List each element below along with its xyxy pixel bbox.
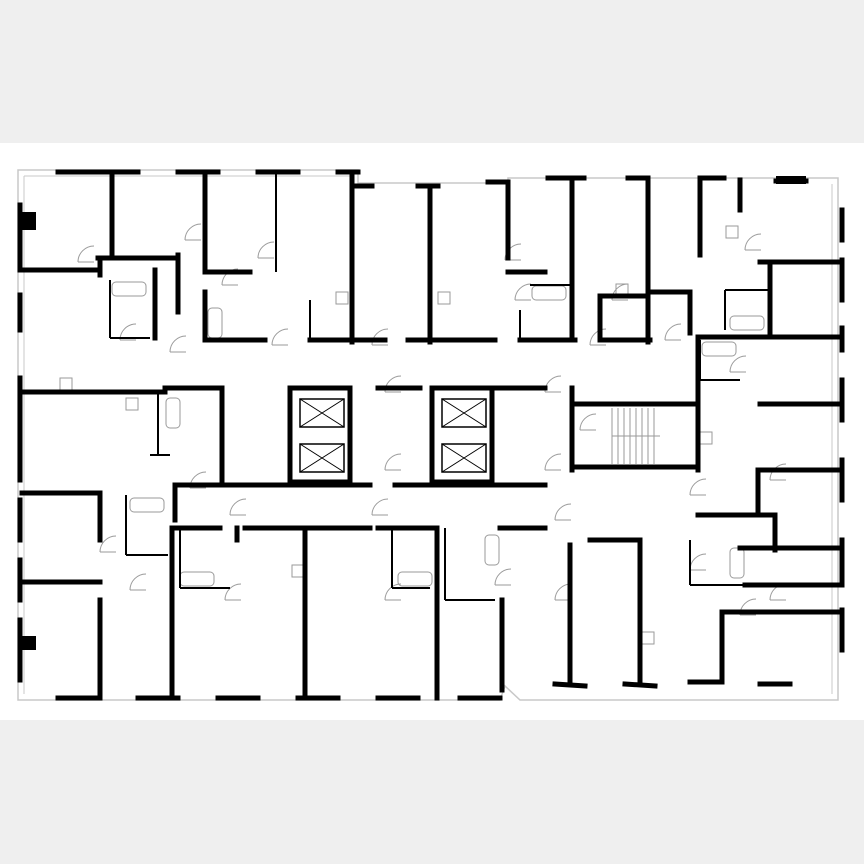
- elevator-cross: [441, 398, 487, 428]
- elevator-cross: [299, 398, 345, 428]
- doors: [77, 223, 787, 616]
- door-swing-icon: [664, 323, 682, 341]
- bathtub-icon: [179, 571, 215, 587]
- bathtub-icon: [484, 534, 500, 566]
- stove-icon: [59, 377, 73, 391]
- bathtub-icon: [207, 307, 223, 339]
- door-swing-icon: [271, 328, 289, 346]
- door-swing-icon: [689, 553, 707, 571]
- column: [20, 212, 36, 230]
- stove-icon: [291, 564, 305, 578]
- stove-icon: [725, 225, 739, 239]
- door-swing-icon: [77, 245, 95, 263]
- bathtub-icon: [165, 397, 181, 429]
- door-swing-icon: [689, 478, 707, 496]
- door-swing-icon: [384, 453, 402, 471]
- elevator-icon: [441, 398, 487, 428]
- door-swing-icon: [579, 413, 597, 431]
- walls: [17, 169, 845, 701]
- elevator-icon: [299, 443, 345, 473]
- door-swing-icon: [99, 535, 117, 553]
- door-swing-icon: [371, 498, 389, 516]
- elevator-cross: [441, 443, 487, 473]
- elevator-icon: [441, 443, 487, 473]
- fixtures: [59, 225, 765, 645]
- elevator-cross: [299, 443, 345, 473]
- door-swing-icon: [184, 223, 202, 241]
- bathtub-icon: [111, 281, 147, 297]
- bathtub-icon: [129, 497, 165, 513]
- elevator-icon: [299, 398, 345, 428]
- bathtub-icon: [531, 285, 567, 301]
- door-swing-icon: [494, 568, 512, 586]
- thin-walls: [109, 172, 770, 601]
- stove-icon: [335, 291, 349, 305]
- bathtub-icon: [729, 547, 745, 579]
- stove-icon: [699, 431, 713, 445]
- door-swing-icon: [371, 328, 389, 346]
- stove-icon: [125, 397, 139, 411]
- door-swing-icon: [514, 283, 532, 301]
- bathtub-icon: [397, 571, 433, 587]
- door-swing-icon: [554, 503, 572, 521]
- door-swing-icon: [744, 233, 762, 251]
- door-swing-icon: [384, 583, 402, 601]
- door-swing-icon: [224, 583, 242, 601]
- door-swing-icon: [544, 453, 562, 471]
- stove-icon: [437, 291, 451, 305]
- column: [776, 176, 806, 184]
- bathtub-icon: [729, 315, 765, 331]
- facade-inner-line: [23, 175, 833, 694]
- door-swing-icon: [589, 328, 607, 346]
- door-swing-icon: [729, 355, 747, 373]
- door-swing-icon: [229, 498, 247, 516]
- door-swing-icon: [257, 241, 275, 259]
- stove-icon: [641, 631, 655, 645]
- door-swing-icon: [169, 335, 187, 353]
- bathtub-icon: [701, 341, 737, 357]
- door-swing-icon: [129, 573, 147, 591]
- column: [22, 636, 36, 650]
